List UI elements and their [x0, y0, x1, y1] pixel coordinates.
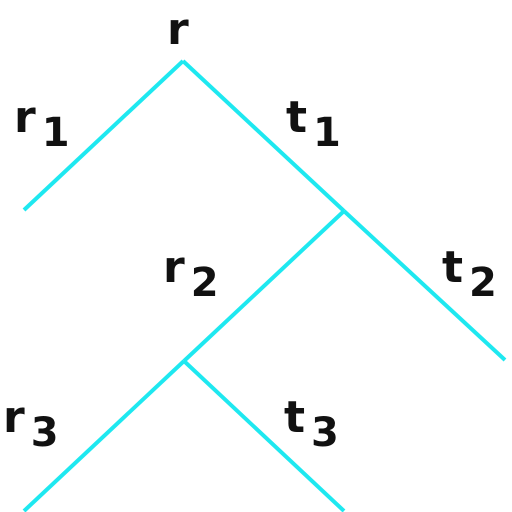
edge-t1 — [181, 59, 346, 213]
label-t1-subscript: 1 — [313, 110, 341, 156]
root-label-text: r — [167, 4, 189, 55]
edge-t3 — [182, 359, 346, 512]
label-r3-subscript: 3 — [30, 410, 59, 456]
edge-t2 — [342, 209, 507, 362]
label-r1-subscript: 1 — [41, 110, 70, 156]
edge-r2 — [182, 209, 346, 363]
label-t3-subscript: 3 — [311, 410, 339, 456]
label-r2-subscript: 2 — [190, 260, 219, 306]
label-r2-base: r — [163, 242, 185, 293]
edge-r3 — [22, 359, 186, 512]
label-t2-base: t — [442, 242, 464, 293]
label-t2-subscript: 2 — [469, 260, 497, 306]
label-t3-base: t — [284, 392, 306, 443]
label-t1-base: t — [286, 92, 308, 143]
root-label: r — [167, 8, 189, 52]
edge-r1 — [22, 59, 185, 212]
label-r3-base: r — [3, 392, 25, 443]
label-r1-base: r — [14, 92, 36, 143]
